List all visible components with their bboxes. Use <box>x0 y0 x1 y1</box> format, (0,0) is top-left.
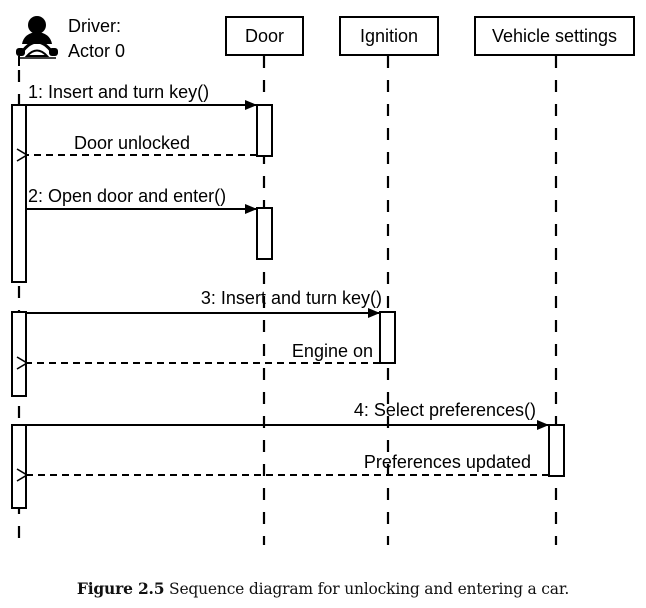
figure-caption-label: Figure 2.5 <box>76 579 165 598</box>
sequence-diagram: Driver: Actor 0 Door Ignition Vehicle se… <box>11 16 635 545</box>
activation-vehicle-settings <box>548 424 565 477</box>
message-label-3: 2: Open door and enter() <box>28 186 226 206</box>
actor-label-line2: Actor 0 <box>68 41 125 61</box>
activation-driver-1 <box>11 104 27 283</box>
lifeline-label-ignition: Ignition <box>360 26 418 46</box>
figure-caption: Figure 2.5 Sequence diagram for unlockin… <box>0 579 646 598</box>
message-label-4: 3: Insert and turn key() <box>201 288 382 308</box>
activation-driver-3 <box>11 424 27 509</box>
lifeline-label-door: Door <box>245 26 284 46</box>
activation-driver-2 <box>11 311 27 397</box>
message-label-5: Engine on <box>292 341 373 361</box>
activation-door-2 <box>256 207 273 260</box>
message-label-2: Door unlocked <box>74 133 190 153</box>
lifeline-label-vehicle-settings: Vehicle settings <box>492 26 617 46</box>
lifeline-box-ignition: Ignition <box>339 16 439 56</box>
message-label-1: 1: Insert and turn key() <box>28 82 209 102</box>
activation-door-1 <box>256 104 273 157</box>
driver-steering-wheel-icon <box>16 16 58 66</box>
activation-ignition <box>379 311 396 364</box>
message-label-6: 4: Select preferences() <box>354 400 536 420</box>
figure-caption-text: Sequence diagram for unlocking and enter… <box>164 580 570 598</box>
lifeline-box-door: Door <box>225 16 304 56</box>
message-label-7: Preferences updated <box>364 452 531 472</box>
actor-label-line1: Driver: <box>68 16 121 36</box>
lifeline-box-vehicle-settings: Vehicle settings <box>474 16 635 56</box>
